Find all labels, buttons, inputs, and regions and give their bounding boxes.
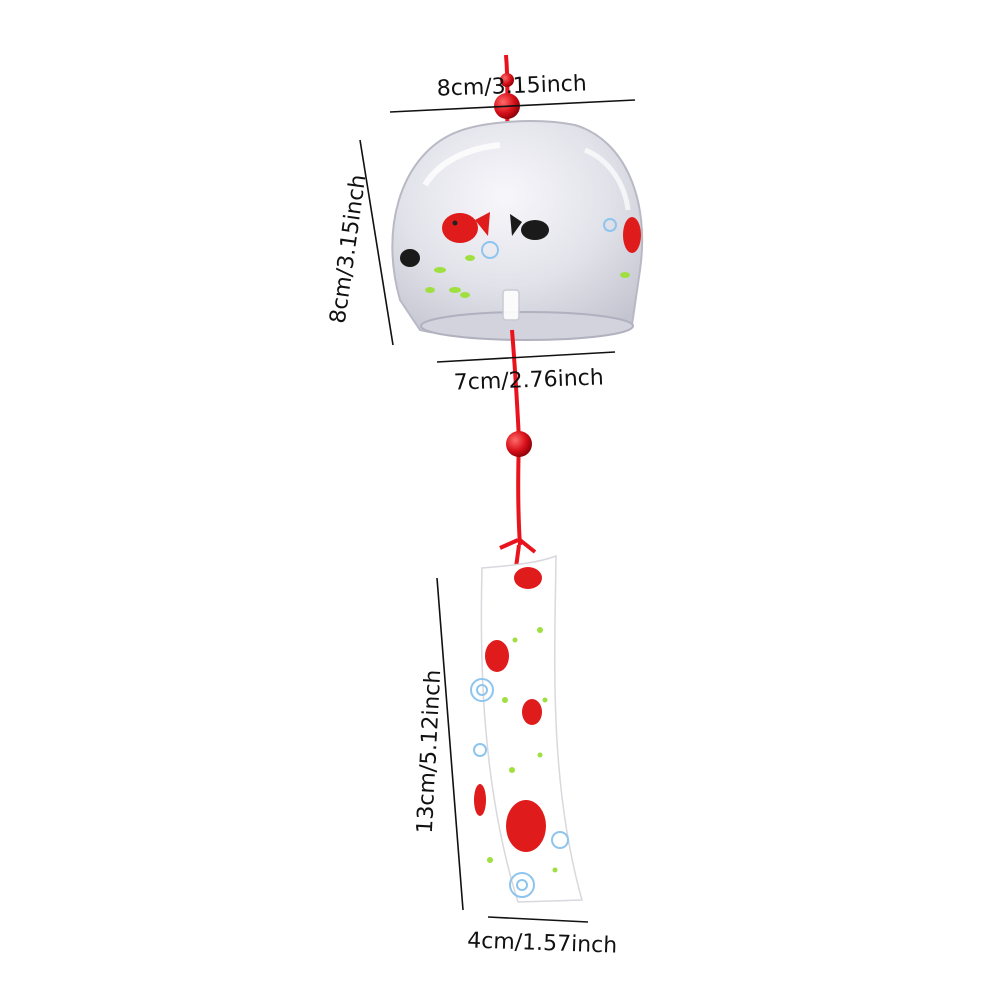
top-bead-small (500, 73, 514, 87)
strip-length-label: 13cm/5.12inch (413, 669, 447, 834)
dimension-guides (359, 99, 636, 923)
goldfish-icon (442, 213, 478, 243)
goldfish-icon (623, 217, 641, 253)
bell-height-label: 8cm/3.15inch (326, 173, 372, 325)
goldfish-icon (485, 640, 509, 672)
goldfish-icon (506, 800, 546, 852)
strip-width-label: 4cm/1.57inch (467, 928, 618, 958)
paper-strip (470, 554, 583, 903)
goldfish-icon (522, 699, 542, 725)
glass-bell (391, 120, 644, 341)
guide-line-bell-bottom (436, 351, 616, 363)
middle-bead (506, 431, 532, 457)
goldfish-icon (514, 567, 542, 589)
guide-line-bell-height (359, 139, 394, 346)
guide-line-bell-top (389, 99, 636, 113)
guide-line-strip-width (487, 916, 589, 923)
black-fish-icon (400, 249, 420, 267)
bell-top-width-label: 8cm/3.15inch (436, 71, 587, 101)
black-fish-icon (521, 220, 549, 240)
goldfish-icon (474, 784, 486, 816)
bell-bottom-width-label: 7cm/2.76inch (453, 365, 604, 395)
guide-line-strip-length (436, 577, 464, 911)
